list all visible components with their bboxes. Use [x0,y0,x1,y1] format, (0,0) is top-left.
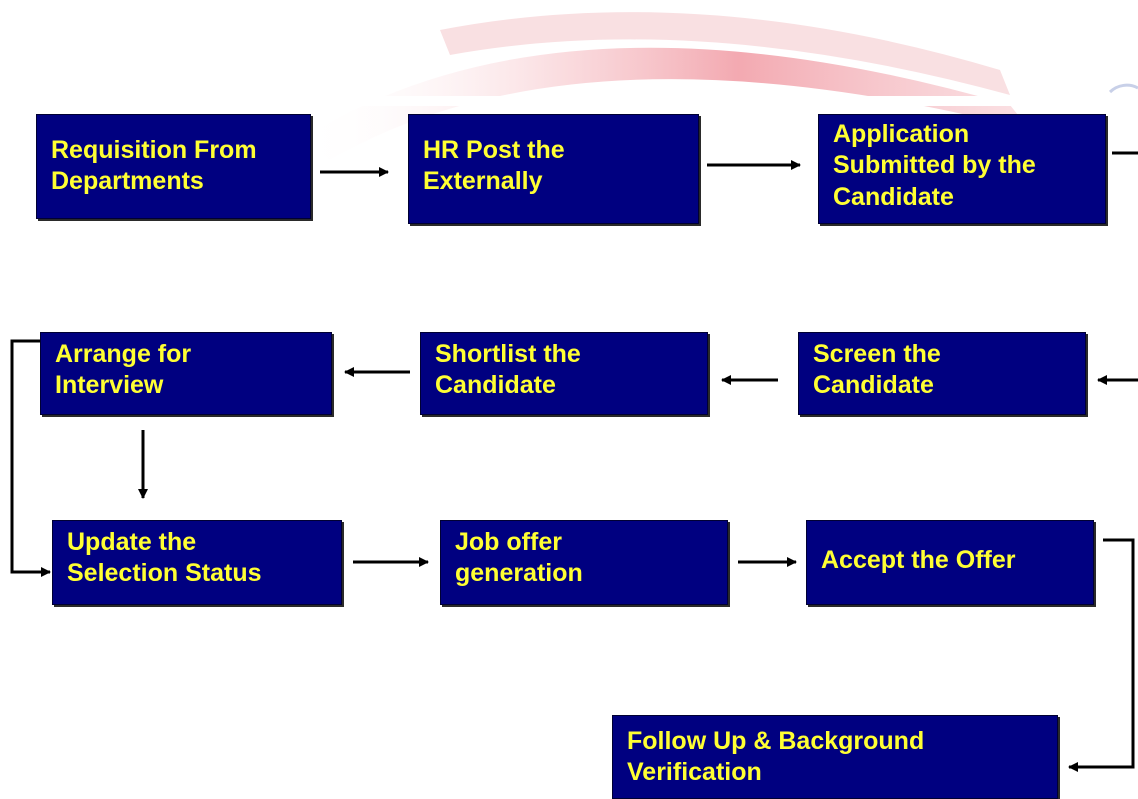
step-update-status-label: Update the Selection Status [67,528,262,588]
arrow-accept-offer-to-follow-up [1068,538,1135,772]
step-hr-post: HR Post the Externally [408,114,699,224]
step-arrange-interview-label: Arrange for Interview [55,340,192,400]
step-accept-offer: Accept the Offer [806,520,1094,605]
step-follow-up-label: Follow Up & Background Verification [627,727,925,787]
step-accept-offer-label: Accept the Offer [821,546,1016,574]
step-arrange-interview: Arrange for Interview [40,332,332,415]
step-update-status: Update the Selection Status [52,520,342,605]
watermark-band [0,96,1138,106]
step-requisition-label: Requisition From Departments [51,136,257,196]
step-shortlist: Shortlist the Candidate [420,332,708,415]
step-application: Application Submitted by the Candidate [818,114,1106,224]
watermark-ring [1108,83,1138,94]
step-shortlist-label: Shortlist the Candidate [435,340,581,400]
loop-arrange-interview-to-update-status [10,339,51,577]
step-hr-post-label: HR Post the Externally [423,136,565,196]
watermark-arc [300,47,1030,160]
step-screen-label: Screen the Candidate [813,340,941,400]
watermark-arc-shadow [440,12,1010,96]
step-follow-up: Follow Up & Background Verification [612,715,1058,799]
step-requisition: Requisition From Departments [36,114,311,219]
step-screen: Screen the Candidate [798,332,1086,415]
step-application-label: Application Submitted by the Candidate [833,120,1036,211]
step-job-offer-label: Job offer generation [455,528,583,588]
step-job-offer: Job offer generation [440,520,728,605]
